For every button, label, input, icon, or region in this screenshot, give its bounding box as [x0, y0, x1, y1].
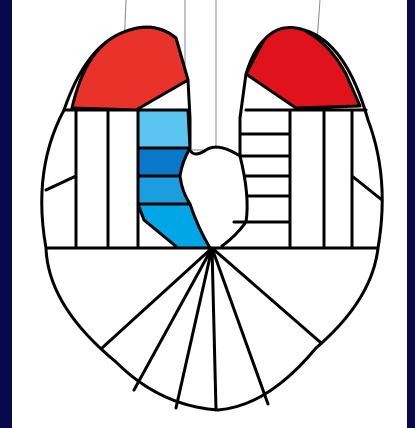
blue-segment-2	[138, 148, 190, 176]
blue-segment-1	[138, 110, 190, 148]
